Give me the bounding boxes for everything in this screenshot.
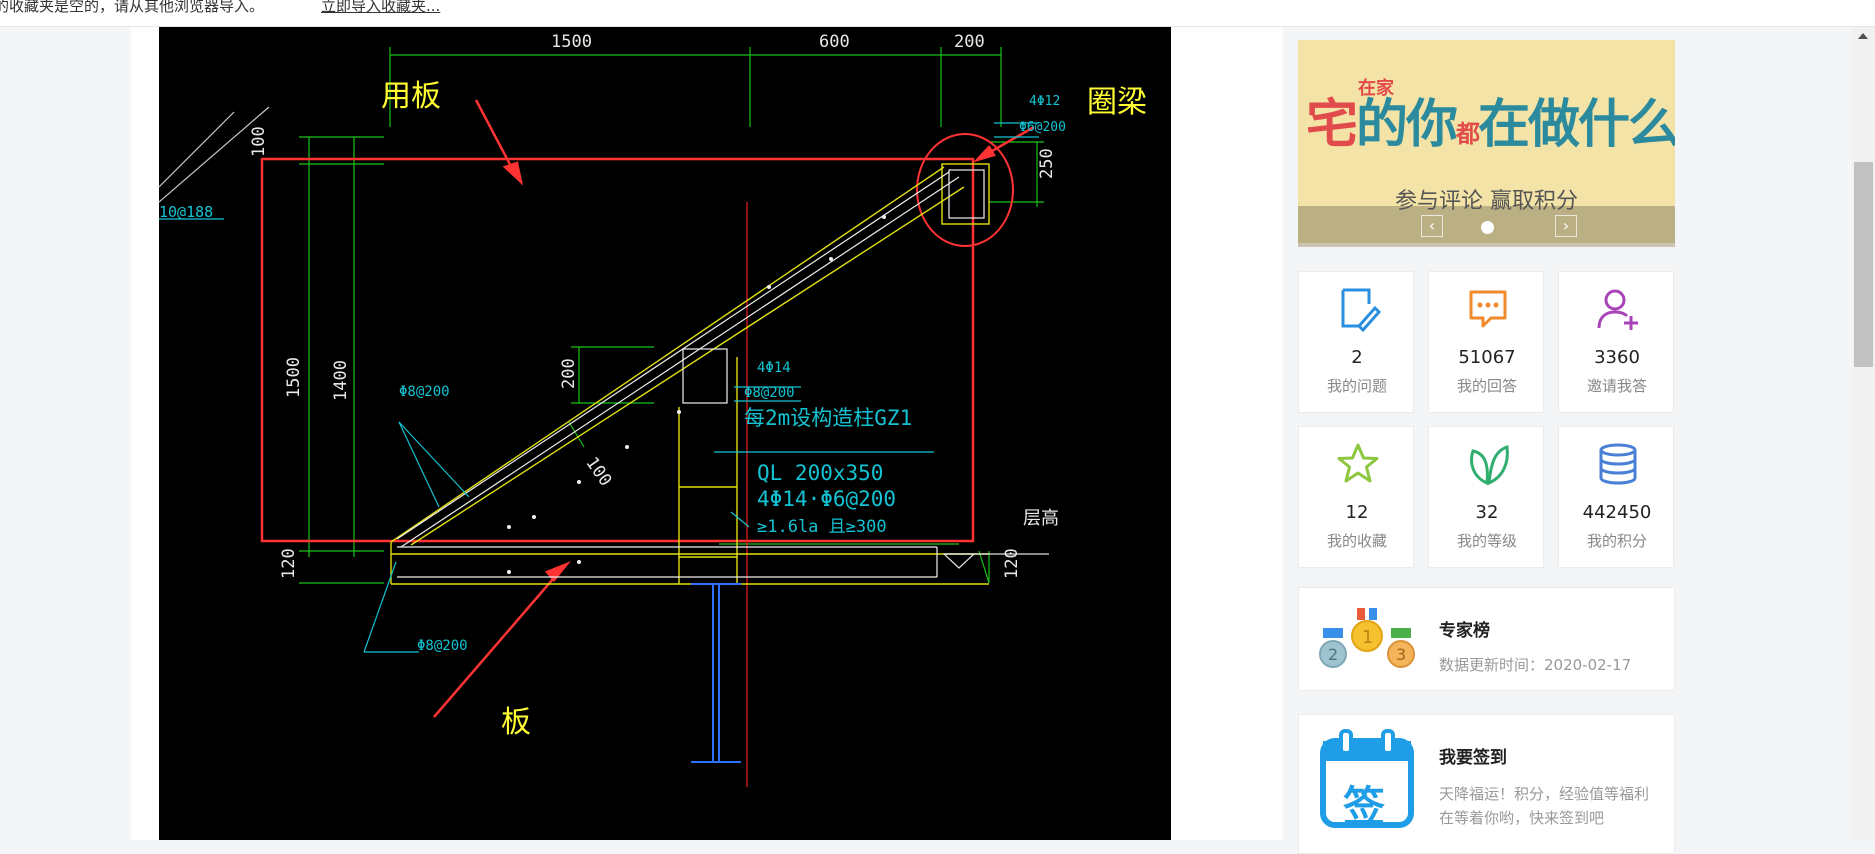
stat-value: 32	[1475, 502, 1499, 523]
banner-small-text: 在家	[1358, 78, 1394, 99]
calendar-sign-icon	[1320, 729, 1414, 828]
favorites-notice-text: 的收藏夹是空的，请从其他浏览器导入。	[0, 0, 265, 15]
banner-subtitle: 参与评论 赢取积分	[1395, 189, 1578, 214]
stat-label: 邀请我答	[1586, 377, 1647, 395]
dim-200-mid: 200	[559, 358, 579, 389]
banner-bottom-edge	[1298, 243, 1675, 247]
label-quanliang: 圈梁	[1087, 85, 1147, 120]
stat-value: 12	[1345, 502, 1369, 523]
stat-label: 我的问题	[1326, 377, 1387, 395]
dim-120-left: 120	[279, 548, 299, 579]
banner-title-b: 的你	[1356, 95, 1458, 155]
medals-icon: 1 2 3	[1319, 608, 1415, 668]
dim-600-top: 600	[819, 32, 850, 52]
invite-user-icon	[1597, 289, 1638, 330]
stat-value: 3360	[1594, 347, 1640, 368]
stat-card-points[interactable]: 442450 我的积分	[1558, 426, 1674, 568]
checkin-title: 我要签到	[1439, 748, 1507, 768]
stat-card-questions[interactable]: 2 我的问题	[1298, 271, 1414, 413]
cad-rebar-top1: 4Φ12	[1029, 94, 1060, 109]
dim-1500-top: 1500	[551, 32, 592, 52]
dim-100-diag: 100	[581, 453, 615, 490]
scrollbar-thumb[interactable]	[1854, 162, 1873, 367]
dim-1400-left: 1400	[331, 360, 351, 401]
cad-col2: Φ8@200	[744, 385, 795, 401]
stat-value: 51067	[1458, 347, 1516, 368]
banner-prev-button[interactable]: ‹	[1421, 215, 1443, 237]
stat-card-answers[interactable]: 51067 我的回答	[1428, 271, 1544, 413]
expert-rank-title: 专家榜	[1439, 621, 1490, 641]
cad-col1: 4Φ14	[757, 360, 791, 376]
stat-label: 我的等级	[1456, 532, 1517, 550]
dim-250-right: 250	[1037, 148, 1057, 179]
checkin-card[interactable]: 签 我要签到 天降福运！积分，经验值等福利在等着你哟，快来签到吧	[1298, 714, 1675, 854]
scroll-up-arrow-icon[interactable]	[1858, 33, 1868, 39]
cad-ql: QL 200x350	[757, 461, 883, 485]
svg-text:3: 3	[1396, 645, 1406, 664]
dim-200-top: 200	[954, 32, 985, 52]
promo-banner[interactable]: 在家 宅的你都在做什么? 参与评论 赢取积分 ‹ ›	[1298, 40, 1675, 247]
expert-rank-updated: 数据更新时间：2020-02-17	[1439, 656, 1632, 674]
coins-stack-icon	[1599, 443, 1637, 485]
checkin-desc: 天降福运！积分，经验值等福利在等着你哟，快来签到吧	[1439, 785, 1650, 827]
edit-note-icon	[1341, 288, 1381, 332]
cad-rebar-left: 10@188	[159, 203, 213, 221]
cad-gz: 每2m设构造柱GZ1	[744, 406, 912, 430]
stat-value: 2	[1351, 347, 1363, 368]
cad-a8-bottom: Φ8@200	[417, 638, 468, 654]
svg-text:1: 1	[1362, 627, 1373, 648]
cad-rebar-top2: Φ6@200	[1019, 120, 1066, 135]
dim-100-left: 100	[249, 126, 269, 157]
cad-floor-height: 层高	[1023, 508, 1059, 529]
dim-120-right: 120	[1002, 548, 1022, 579]
stat-label: 我的回答	[1456, 377, 1517, 395]
banner-title-a: 宅	[1306, 95, 1358, 155]
stat-label: 我的积分	[1586, 532, 1647, 550]
chat-bubble-icon	[1469, 290, 1507, 328]
checkin-badge-text: 签	[1343, 782, 1386, 831]
stat-card-invites[interactable]: 3360 邀请我答	[1558, 271, 1674, 413]
label-yongban: 用板	[381, 79, 441, 114]
label-ban: 板	[501, 705, 531, 740]
cad-drawing-svg: 1500 600 200 100 1500 1400 120 250 120 2…	[159, 32, 1147, 787]
stat-label: 我的收藏	[1326, 532, 1387, 550]
cad-ql2: 4Φ14·Φ6@200	[757, 487, 896, 511]
banner-title-c: 都	[1456, 120, 1480, 148]
leaf-icon	[1470, 444, 1509, 486]
import-favorites-link[interactable]: 立即导入收藏夹...	[321, 0, 441, 15]
cad-drawing-image: 1500 600 200 100 1500 1400 120 250 120 2…	[159, 27, 1171, 840]
banner-title-d: 在做什么?	[1478, 95, 1675, 155]
star-icon	[1337, 443, 1379, 483]
svg-text:2: 2	[1328, 645, 1338, 664]
expert-rank-card[interactable]: 1 2 3 专家榜 数据更新时间：2020-02-17	[1298, 587, 1675, 691]
cad-la: ≥1.6la 且≥300	[757, 517, 887, 537]
page-scrollbar[interactable]	[1852, 27, 1875, 840]
cad-a8-left: Φ8@200	[399, 384, 450, 400]
stat-card-level[interactable]: 32 我的等级	[1428, 426, 1544, 568]
banner-pager-dot[interactable]	[1481, 221, 1494, 234]
stat-value: 442450	[1582, 502, 1652, 523]
banner-title: 宅的你都在做什么?	[1306, 82, 1675, 157]
banner-next-button[interactable]: ›	[1555, 215, 1577, 237]
stat-card-favorites[interactable]: 12 我的收藏	[1298, 426, 1414, 568]
favorites-notice-bar: 的收藏夹是空的，请从其他浏览器导入。 立即导入收藏夹...	[0, 0, 1875, 27]
dim-1500-left: 1500	[284, 357, 304, 398]
